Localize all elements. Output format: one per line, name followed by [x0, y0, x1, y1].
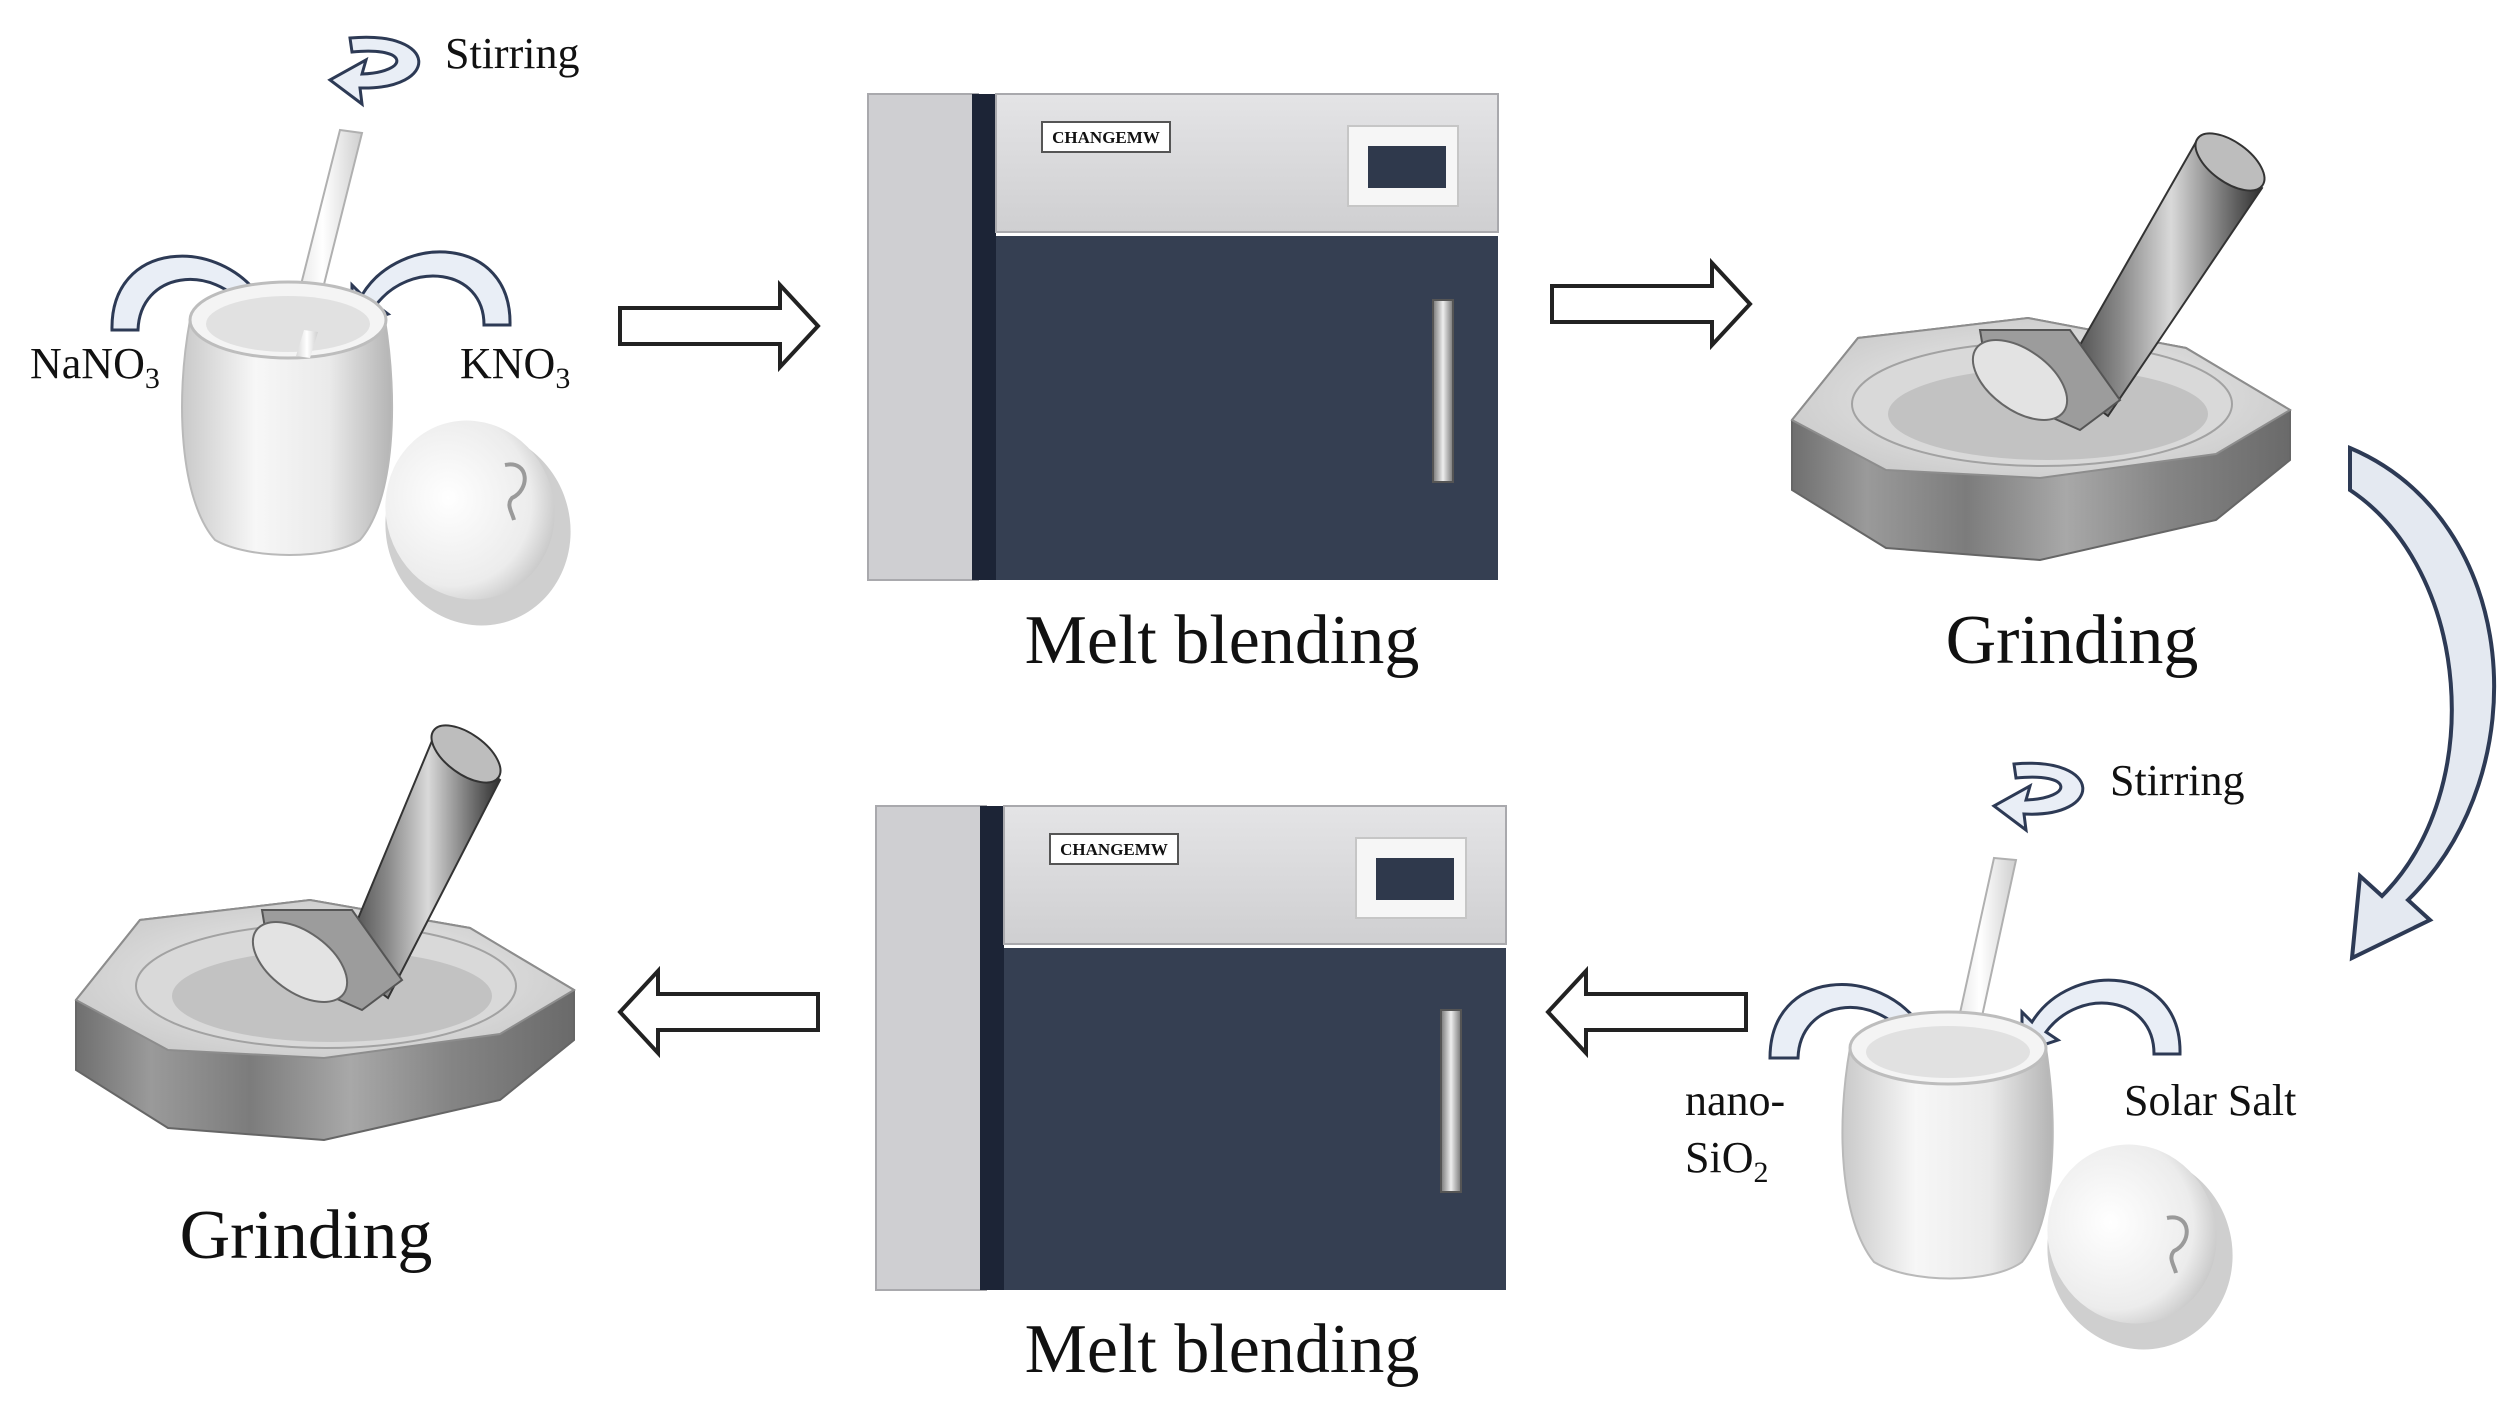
- process-arrow-icon: [1550, 257, 1753, 351]
- furnace-side: [875, 805, 987, 1291]
- solar-salt-label: Solar Salt: [2124, 1076, 2296, 1125]
- furnace-display: [1376, 858, 1454, 900]
- furnace-hinge: [980, 806, 1004, 1290]
- crucible-group-top: Stirring NaNO3 KNO3: [30, 29, 579, 626]
- stirring-label-bottom: Stirring: [2110, 756, 2244, 805]
- add-arrow-right-icon: [2020, 978, 2182, 1056]
- melt-blending-label-top: Melt blending: [1025, 602, 1420, 679]
- crucible-lid-icon: [2047, 1144, 2233, 1350]
- nano3-prefix: NaNO: [30, 339, 145, 388]
- mortar-pestle-icon: [1790, 132, 2292, 562]
- furnace-door: [996, 236, 1498, 580]
- furnace-brand-plate: [1041, 121, 1171, 153]
- curved-process-arrow-icon: [2348, 444, 2497, 962]
- furnace-brand-plate: [1049, 833, 1179, 865]
- grinding-label-top: Grinding: [1946, 602, 2199, 679]
- furnace-handle-icon: [1440, 1009, 1462, 1193]
- kno3-prefix: KNO: [460, 339, 555, 388]
- stirring-arrow-icon: [1991, 761, 2085, 834]
- sio2-subscript: 2: [1753, 1156, 1768, 1189]
- mortar-pestle-icon: [74, 724, 576, 1142]
- process-arrow-icon: [1545, 965, 1748, 1059]
- sio2-prefix: SiO: [1685, 1133, 1753, 1182]
- mortar-bottom: [74, 724, 576, 1142]
- furnace-bottom: CHANGEMW: [875, 805, 1507, 1291]
- nano3-subscript: 3: [145, 362, 160, 395]
- furnace-brand-label-top: CHANGEMW: [1052, 128, 1160, 147]
- mortar-top: [1790, 132, 2292, 562]
- furnace-display: [1368, 146, 1446, 188]
- grinding-label-bottom: Grinding: [180, 1197, 433, 1274]
- crucible-group-bottom: Stirring nano- SiO2 Solar Salt: [1685, 756, 2296, 1350]
- kno3-label: KNO3: [460, 339, 570, 395]
- furnace-top: CHANGEMW: [867, 93, 1499, 581]
- crucible-lid-icon: [385, 420, 571, 626]
- furnace-side: [867, 93, 979, 581]
- add-arrow-right-icon: [350, 250, 512, 328]
- furnace-handle-icon: [1432, 299, 1454, 483]
- crucible-icon: [1841, 1010, 2054, 1280]
- process-arrow-icon: [617, 965, 820, 1059]
- kno3-subscript: 3: [555, 362, 570, 395]
- nano3-label: NaNO3: [30, 339, 160, 395]
- stirring-arrow-icon: [327, 35, 421, 108]
- furnace-hinge: [972, 94, 996, 580]
- furnace-door: [1004, 948, 1506, 1290]
- furnace-brand-label-bottom: CHANGEMW: [1060, 840, 1168, 859]
- process-arrow-icon: [618, 279, 821, 373]
- nano-sio2-label-line1: nano-: [1685, 1076, 1785, 1125]
- nano-sio2-label-line2: SiO2: [1685, 1133, 1768, 1189]
- crucible-icon: [181, 280, 394, 556]
- stirring-label-top: Stirring: [445, 29, 579, 78]
- melt-blending-label-bottom: Melt blending: [1025, 1311, 1420, 1388]
